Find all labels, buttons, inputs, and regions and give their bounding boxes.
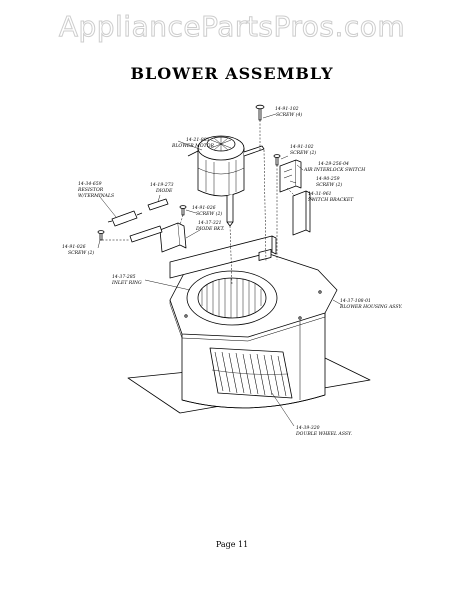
label-screw-right-number: 14-91-102	[290, 144, 314, 150]
switch-bracket	[292, 190, 311, 236]
label-housing-name: BLOWER HOUSING ASSY.	[339, 304, 403, 310]
label-screw-switch-number: 14-90-259	[316, 176, 340, 182]
screw-right	[273, 154, 281, 166]
label-resistor-name2: W/TERMINALS	[78, 193, 114, 199]
diode-bracket	[129, 222, 187, 253]
blower-housing	[169, 245, 338, 409]
label-screw-right-name: SCREW (2)	[290, 149, 316, 156]
label-airlock-switch-name: AIR INTERLOCK SWITCH	[303, 167, 366, 173]
label-screw-top-number: 14-91-102	[275, 106, 299, 112]
mounting-plate	[169, 235, 277, 279]
label-diode-bkt-name: DIODE BKT.	[195, 226, 225, 232]
label-switch-bracket-name: SWITCH BRACKET	[308, 197, 354, 203]
label-screw-switch-name: SCREW (2)	[316, 181, 342, 188]
label-screw-mid-name: SCREW (2)	[196, 210, 222, 217]
label-screw-mid-number: 14-91-026	[192, 205, 216, 211]
label-blower-motor-name: BLOWER MOTOR	[171, 143, 214, 149]
label-diode-bkt-number: 14-37-321	[198, 220, 222, 226]
label-screw-left-name: SCREW (2)	[68, 249, 94, 256]
inlet-ring	[186, 270, 278, 326]
label-inlet-ring-name: INLET RING	[111, 280, 142, 286]
label-blower-motor-number: 14-21-885	[186, 137, 210, 143]
diode	[147, 198, 169, 211]
label-resistor-name: RESISTOR	[77, 187, 104, 193]
page-number: Page 11	[215, 540, 249, 549]
watermark: AppliancePartsPros.com	[58, 10, 406, 44]
label-diode-number: 14-19-273	[150, 182, 174, 188]
label-inlet-ring-number: 14-37-285	[112, 274, 136, 280]
label-screw-top-name: SCREW (4)	[276, 111, 302, 118]
screw-top	[255, 104, 265, 121]
blower-motor	[187, 135, 265, 227]
label-wheel-name: DOUBLE WHEEL ASSY.	[295, 431, 352, 437]
page-title: BLOWER ASSEMBLY	[130, 64, 334, 83]
label-airlock-switch-number: 14-29-256-04	[318, 161, 349, 167]
screw-left	[97, 230, 105, 241]
screw-mid	[179, 205, 187, 216]
label-switch-bracket-number: 14-31-961	[308, 191, 332, 197]
label-screw-left-number: 14-91-026	[62, 244, 86, 250]
label-wheel-number: 14-39-320	[296, 425, 320, 431]
resistor	[107, 210, 143, 227]
label-housing-number: 14-37-108-01	[340, 298, 371, 304]
double-wheel	[211, 351, 289, 397]
label-diode-name: DIODE	[155, 188, 173, 194]
label-resistor-number: 14-34-659	[78, 181, 102, 187]
air-interlock-switch	[279, 159, 302, 193]
